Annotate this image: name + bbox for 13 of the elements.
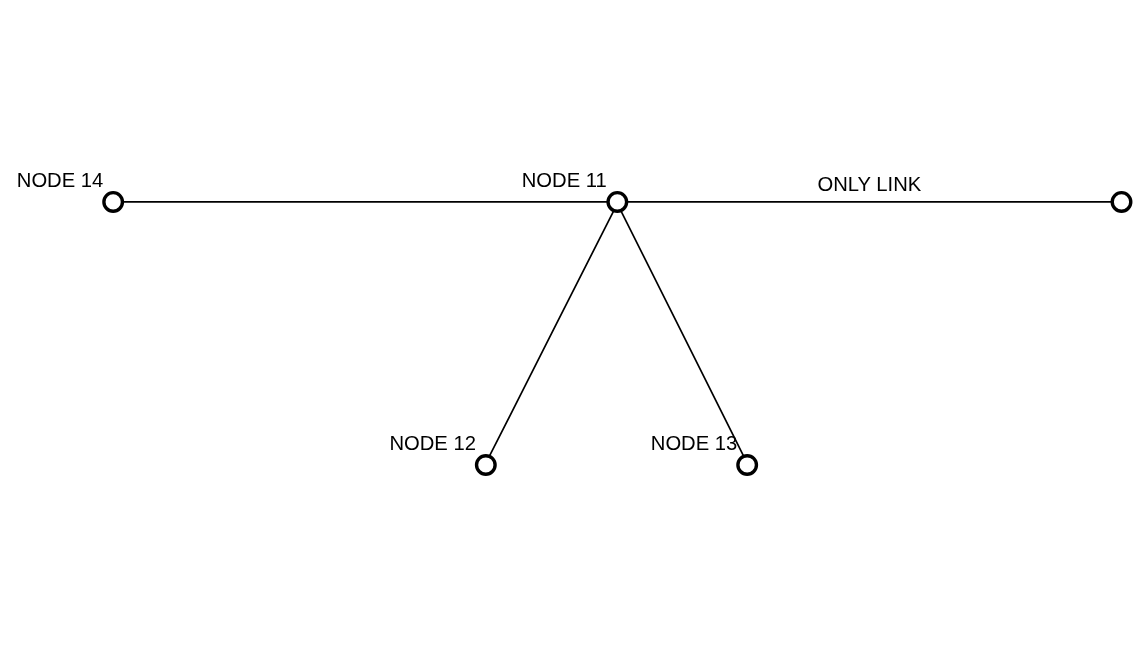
connector	[121, 201, 609, 203]
node-label: NODE 11	[521, 168, 607, 191]
node-circle	[474, 454, 497, 476]
connector	[619, 209, 745, 458]
edge-label: ONLY LINK	[817, 173, 922, 196]
node-circle	[606, 190, 629, 213]
node-label: NODE 14	[16, 168, 104, 191]
connector	[626, 201, 1113, 203]
node-circle	[736, 454, 759, 476]
node-circle	[1110, 190, 1133, 213]
node-label: NODE 12	[389, 431, 476, 454]
connector	[488, 209, 615, 458]
node-circle	[102, 190, 125, 213]
